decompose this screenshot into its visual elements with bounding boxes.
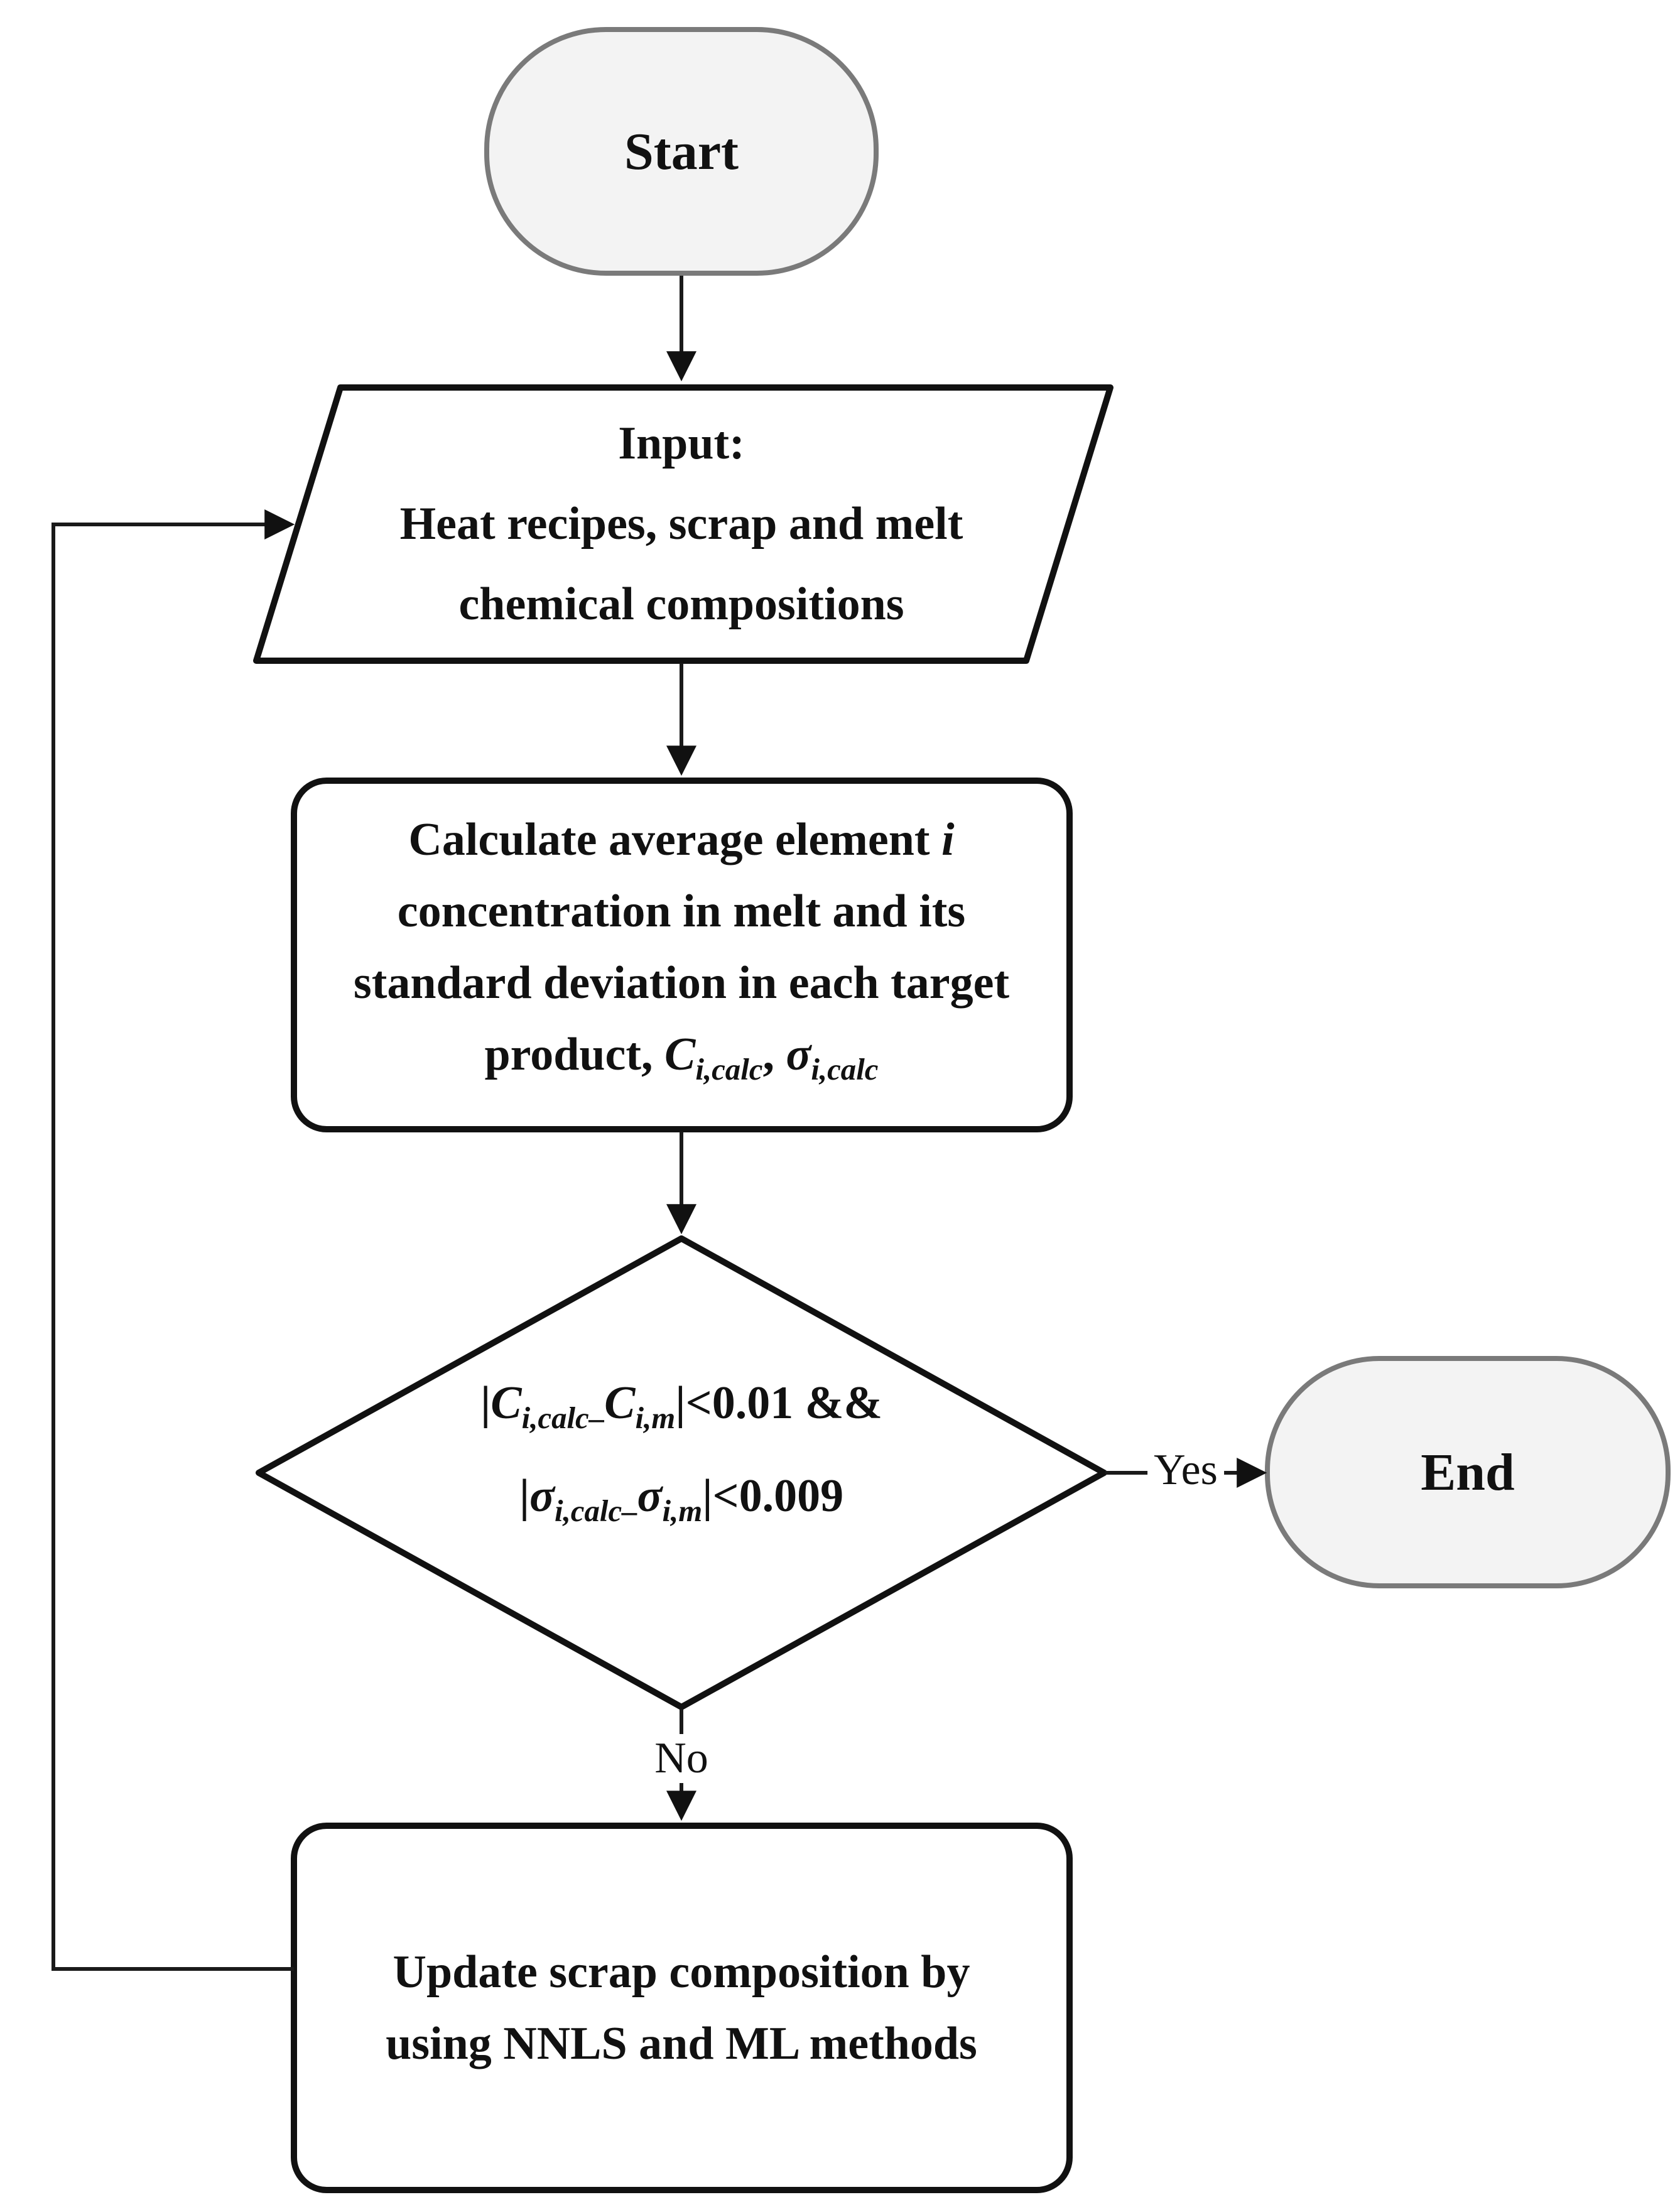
update-line-2: using NNLS and ML methods (386, 2018, 977, 2069)
calculate-line-1: Calculate average element i (408, 814, 955, 866)
decision-node (256, 1235, 1107, 1710)
update-line-1: Update scrap composition by (393, 1946, 970, 1998)
calculate-line-3: standard deviation in each target (353, 957, 1010, 1009)
start-node (484, 27, 879, 276)
start-label-text: Start (624, 122, 739, 181)
end-node-label: End (1267, 1358, 1668, 1586)
input-node-label: Input: Heat recipes, scrap and melt chem… (295, 386, 1068, 661)
end-label-text: End (1421, 1443, 1515, 1502)
start-node-label: Start (487, 30, 876, 273)
input-line-1: Input: (618, 417, 745, 469)
decision-line-1: |Ci,calc–Ci,m|<0.01 && (480, 1377, 883, 1435)
calculate-line-2: concentration in melt and its (397, 886, 966, 938)
update-node (291, 1823, 1073, 2193)
feedback-update-to-input (51, 509, 295, 1971)
update-node-label: Update scrap composition by using NNLS a… (286, 1826, 1077, 2190)
decision-node-label: |Ci,calc–Ci,m|<0.01 && |σi,calc–σi,m|<0.… (273, 1360, 1090, 1554)
input-line-2: Heat recipes, scrap and melt (399, 497, 963, 550)
calculate-line-4: product, Ci,calc, σi,calc (484, 1029, 879, 1087)
yes-edge-label: Yes (1147, 1446, 1224, 1495)
calculate-node-label: Calculate average element i concentratio… (286, 781, 1077, 1129)
input-node (253, 384, 1114, 664)
calculate-node (291, 778, 1073, 1132)
decision-line-2: |σi,calc–σi,m|<0.009 (519, 1470, 844, 1529)
input-line-3: chemical compositions (458, 578, 904, 630)
end-node (1265, 1356, 1671, 1588)
no-edge-label: No (648, 1734, 715, 1783)
